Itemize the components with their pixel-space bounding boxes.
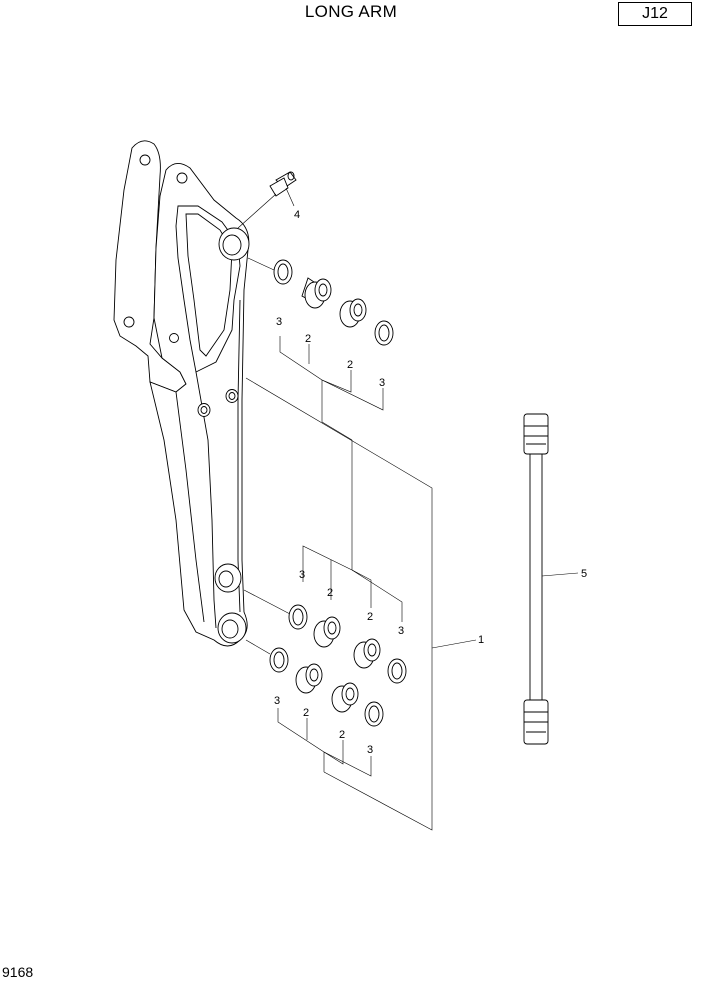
long-arm-part[interactable]: [113, 140, 250, 647]
callout-3-upper-shim-right: 3: [379, 377, 385, 389]
callout-3-lower-a-shim-left: 3: [299, 569, 305, 581]
callout-2-upper-bushing-left: 2: [305, 333, 311, 345]
upper-bushing-group[interactable]: [247, 257, 394, 422]
callout-2-lower-b-bushing-left: 2: [303, 707, 309, 719]
callout-2-lower-a-bushing-right: 2: [367, 611, 373, 623]
callout-2-lower-a-bushing-left: 2: [327, 587, 333, 599]
callout-2-upper-bushing-right: 2: [347, 359, 353, 371]
drawing-number: 9168: [2, 964, 34, 980]
lower-bushing-group-b[interactable]: [245, 639, 384, 777]
callout-5-pipe: 5: [581, 568, 587, 580]
callout-3-lower-b-shim-right: 3: [367, 744, 373, 756]
page-code-box: J12: [618, 2, 692, 26]
callout-3-lower-a-shim-right: 3: [398, 625, 404, 637]
arm-leader-frame: [245, 377, 477, 831]
lower-bushing-group-a[interactable]: [243, 545, 407, 684]
callout-4-grease-nipple: 4: [294, 209, 300, 221]
callout-2-lower-b-bushing-right: 2: [339, 729, 345, 741]
callout-3-lower-b-shim-left: 3: [274, 695, 280, 707]
callout-3-upper-shim-left: 3: [276, 316, 282, 328]
grease-nipple-part[interactable]: [237, 171, 297, 229]
page-title: LONG ARM: [304, 2, 398, 21]
pipe-part[interactable]: [523, 413, 579, 745]
callout-1-arm: 1: [478, 634, 484, 646]
